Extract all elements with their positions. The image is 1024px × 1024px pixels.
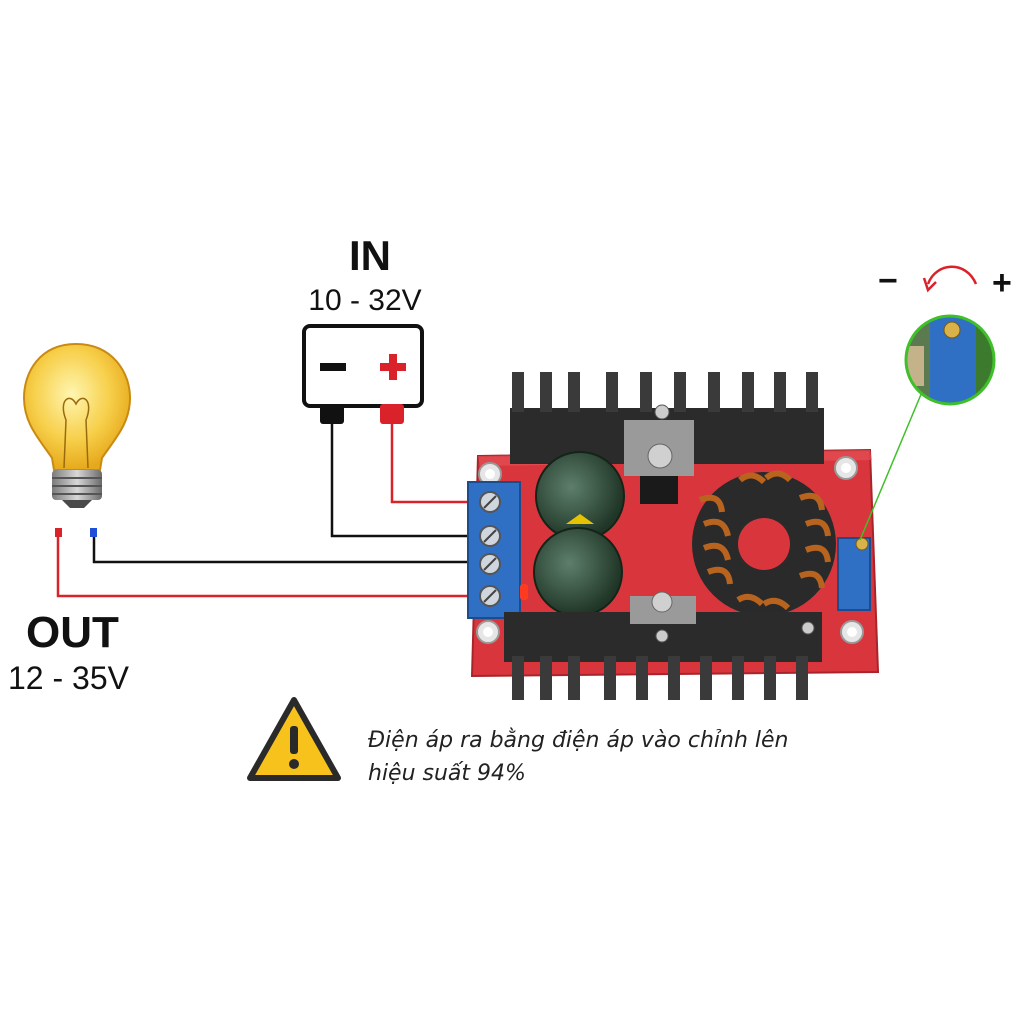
wiring bbox=[56, 424, 492, 598]
output-title: OUT bbox=[26, 608, 119, 657]
battery-plus-symbol-v bbox=[389, 354, 397, 380]
status-led bbox=[520, 584, 528, 600]
decrease-symbol: − bbox=[878, 262, 898, 300]
boost-converter-module bbox=[467, 372, 880, 700]
warning-icon bbox=[247, 697, 341, 781]
potentiometer bbox=[837, 537, 871, 611]
increase-symbol: + bbox=[992, 264, 1012, 302]
battery-minus-symbol bbox=[320, 363, 346, 371]
wire-in-positive bbox=[390, 424, 492, 504]
input-title: IN bbox=[349, 232, 391, 279]
input-voltage-range: 10 - 32V bbox=[308, 284, 422, 317]
capacitor-top bbox=[535, 451, 625, 541]
toroid-inductor bbox=[692, 470, 836, 616]
wire-out-negative bbox=[92, 537, 492, 564]
wire-in-negative bbox=[330, 424, 492, 538]
capacitor-bottom bbox=[533, 527, 623, 617]
warning-note: Điện áp ra bằng điện áp vào chỉnh lên hi… bbox=[368, 724, 848, 790]
bottom-heatsink bbox=[504, 591, 822, 700]
potentiometer-zoom-circle bbox=[904, 314, 996, 406]
light-bulb-icon bbox=[22, 342, 132, 508]
battery-icon bbox=[302, 324, 424, 424]
out-positive-marker bbox=[55, 528, 62, 537]
output-voltage-range: 12 - 35V bbox=[8, 660, 129, 696]
terminal-block bbox=[467, 481, 521, 619]
zoom-leader-line bbox=[859, 391, 923, 541]
out-negative-marker bbox=[90, 528, 97, 537]
wire-out-positive bbox=[56, 537, 492, 598]
warning-line-1: Điện áp ra bằng điện áp vào chỉnh lên bbox=[368, 728, 789, 753]
warning-line-2: hiệu suất 94% bbox=[368, 761, 526, 786]
rotation-arrow-icon bbox=[926, 265, 978, 285]
